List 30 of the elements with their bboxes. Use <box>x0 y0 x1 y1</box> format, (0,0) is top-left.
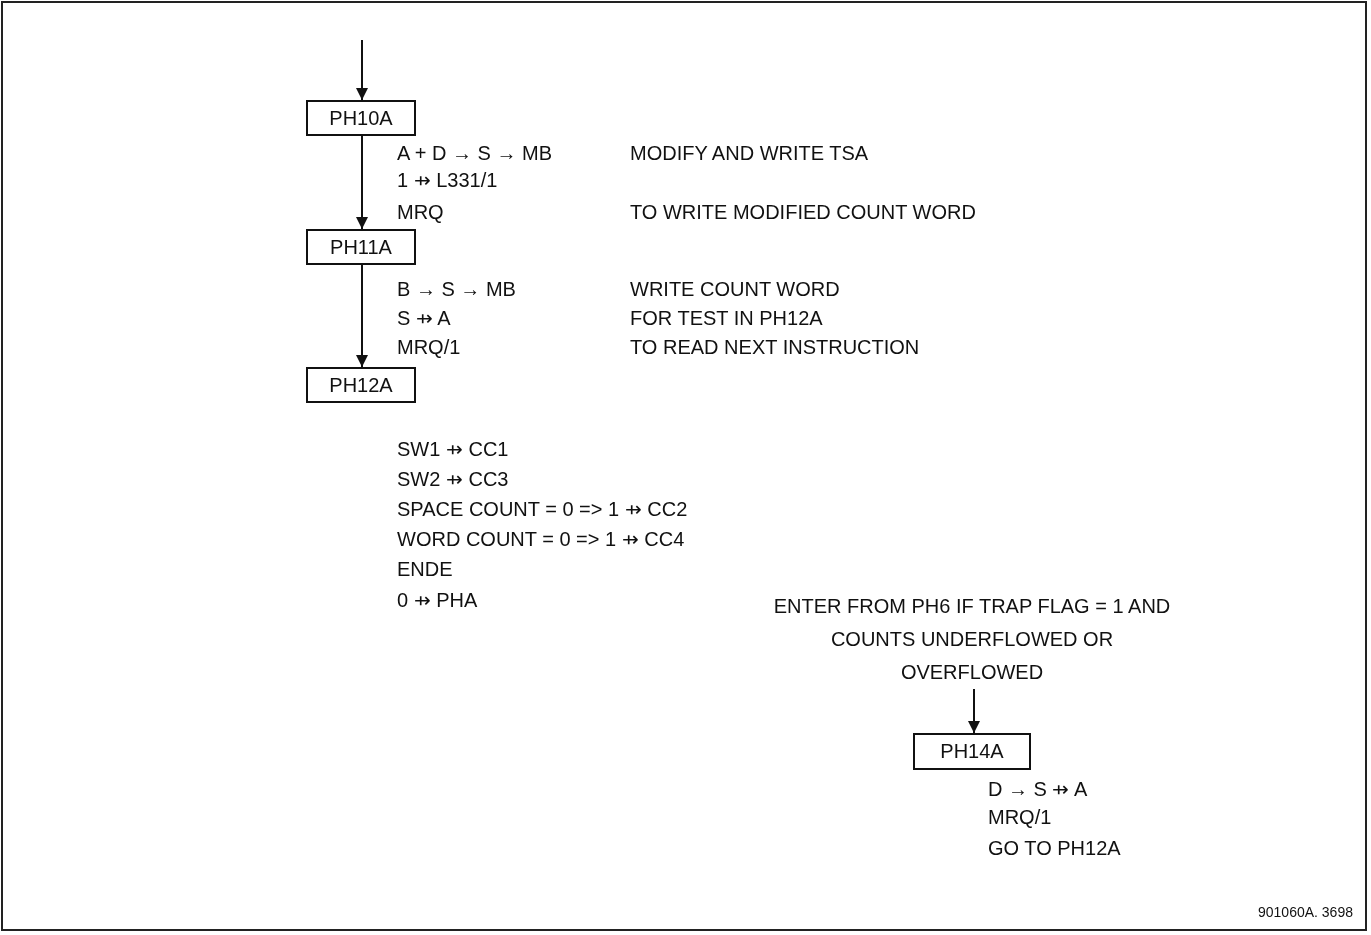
step-text: SPACE COUNT = 0 => 1 ⇸ CC2 <box>397 497 688 521</box>
entry-note: ENTER FROM PH6 IF TRAP FLAG = 1 AND COUNTS UNDERFLOWED OR OVERFLOWED <box>770 590 1174 689</box>
step-text: 0 ⇸ PHA <box>397 588 478 612</box>
figure-number: 901060A. 3698 <box>1258 903 1353 922</box>
step-text: MODIFY AND WRITE TSA <box>630 141 869 165</box>
step-text: MRQ/1 <box>397 335 461 359</box>
step-text: GO TO PH12A <box>988 836 1121 860</box>
step-text: A + D → S → MB <box>397 141 553 165</box>
arrow <box>968 688 980 734</box>
arrow <box>356 39 368 101</box>
step-text: WRITE COUNT WORD <box>630 277 840 301</box>
arrow <box>356 264 368 368</box>
step-text: FOR TEST IN PH12A <box>630 306 823 330</box>
step-text: MRQ/1 <box>988 805 1052 829</box>
step-text: B → S → MB <box>397 277 516 301</box>
step-text: TO READ NEXT INSTRUCTION <box>630 335 920 359</box>
step-text: MRQ <box>397 200 444 224</box>
step-text: ENDE <box>397 557 453 581</box>
step-text: TO WRITE MODIFIED COUNT WORD <box>630 200 976 224</box>
step-text: S ⇸ A <box>397 306 451 330</box>
arrow <box>356 135 368 230</box>
step-text: SW1 ⇸ CC1 <box>397 437 509 461</box>
step-text: 1 ⇸ L331/1 <box>397 168 498 192</box>
step-text: WORD COUNT = 0 => 1 ⇸ CC4 <box>397 527 685 551</box>
step-text: D → S ⇸ A <box>988 777 1088 801</box>
process-box: PH12A <box>306 367 416 403</box>
process-box: PH14A <box>913 733 1031 770</box>
process-box: PH10A <box>306 100 416 136</box>
step-text: SW2 ⇸ CC3 <box>397 467 509 491</box>
process-box: PH11A <box>306 229 416 265</box>
